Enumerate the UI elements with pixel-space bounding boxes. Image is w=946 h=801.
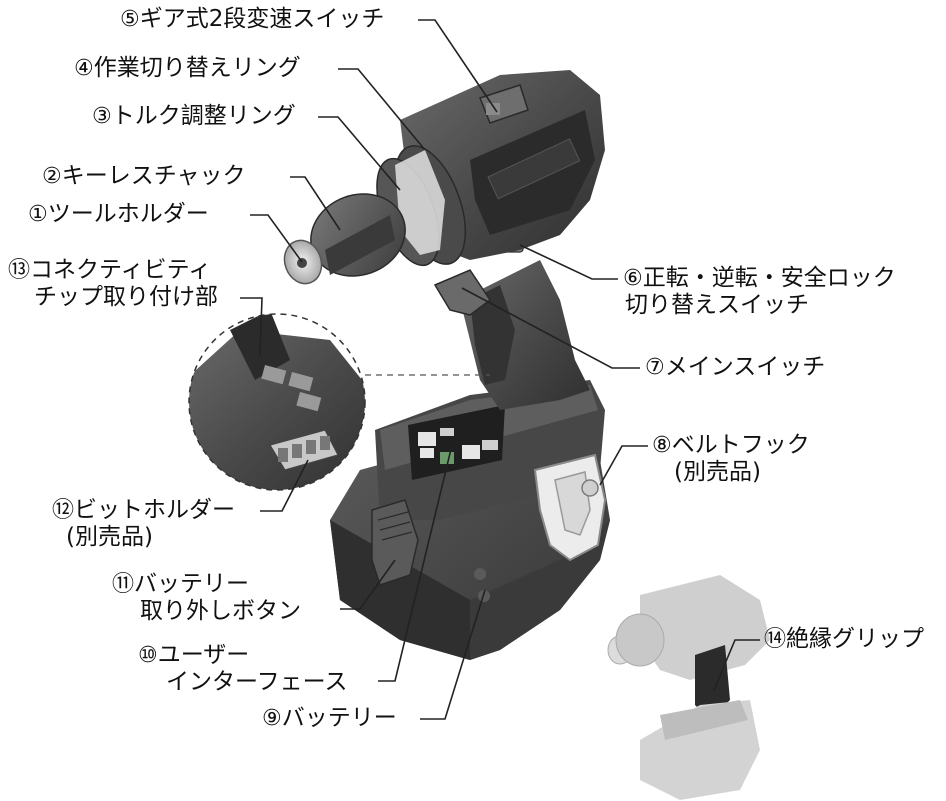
label-direction-switch-number: ⑥ [623, 266, 643, 291]
label-main-switch-text: メインスイッチ [664, 354, 826, 380]
label-gear-switch-text: ギア式2段変速スイッチ [139, 6, 385, 32]
label-user-interface-line2: インターフェース [166, 669, 348, 695]
handle [433, 237, 590, 410]
label-mode-ring: ④作業切り替えリング [74, 55, 301, 82]
label-main-switch: ⑦メインスイッチ [645, 354, 825, 381]
label-battery-release: ⑪バッテリー 取り外しボタン [112, 571, 338, 625]
label-insulated-grip: ⑭絶縁グリップ [764, 626, 924, 653]
label-direction-switch: ⑥正転・逆転・安全ロック 切り替えスイッチ [623, 265, 896, 319]
label-tool-holder: ①ツールホルダー [28, 201, 209, 228]
label-battery-release-line2: 取り外しボタン [140, 598, 301, 624]
label-battery-number: ⑨ [262, 706, 282, 731]
label-mode-ring-number: ④ [74, 56, 94, 81]
label-belt-hook-number: ⑧ [652, 433, 672, 458]
front-assembly [283, 145, 467, 285]
label-gear-switch: ⑤ギア式2段変速スイッチ [120, 6, 384, 33]
zoom-inset [188, 313, 490, 491]
label-bit-holder-line1: ビットホルダー [74, 497, 236, 523]
label-insulated-grip-text: 絶縁グリップ [786, 626, 925, 652]
label-gear-switch-number: ⑤ [120, 7, 140, 32]
label-keyless-chuck-number: ② [42, 164, 62, 189]
label-torque-ring-number: ③ [92, 104, 112, 129]
label-connectivity-mount-number: ⑬ [8, 258, 31, 283]
label-connectivity-mount: ⑬コネクティビティ チップ取り付け部 [8, 257, 218, 311]
label-user-interface-number: ⑩ [138, 643, 158, 668]
label-bit-holder-number: ⑫ [52, 498, 75, 523]
label-belt-hook-line1: ベルトフック [671, 432, 810, 458]
label-torque-ring: ③トルク調整リング [92, 103, 296, 130]
label-direction-switch-line1: 正転・逆転・安全ロック [642, 265, 896, 291]
label-battery: ⑨バッテリー [262, 705, 397, 732]
label-user-interface-line1: ユーザー [157, 642, 250, 668]
ghost-drill [607, 575, 770, 800]
label-insulated-grip-number: ⑭ [764, 627, 787, 652]
label-tool-holder-number: ① [28, 202, 48, 227]
user-interface-panel [408, 405, 505, 480]
label-bit-holder: ⑫ビットホルダー (別売品) [52, 497, 235, 551]
label-battery-release-number: ⑪ [112, 572, 135, 597]
label-main-switch-number: ⑦ [645, 355, 665, 380]
label-belt-hook: ⑧ベルトフック (別売品) [652, 432, 810, 486]
label-connectivity-mount-line2: チップ取り付け部 [34, 284, 218, 310]
label-user-interface: ⑩ユーザー インターフェース [138, 642, 347, 696]
label-keyless-chuck-text: キーレスチャック [61, 163, 246, 189]
label-belt-hook-line2: (別売品) [674, 459, 761, 485]
label-bit-holder-line2: (別売品) [66, 524, 153, 550]
label-torque-ring-text: トルク調整リング [111, 103, 296, 129]
label-battery-text: バッテリー [281, 705, 397, 731]
motor-housing [400, 70, 605, 260]
label-battery-release-line1: バッテリー [134, 571, 250, 597]
label-tool-holder-text: ツールホルダー [47, 201, 209, 227]
leader-lines [240, 19, 760, 720]
label-direction-switch-line2: 切り替えスイッチ [625, 292, 809, 318]
label-mode-ring-text: 作業切り替えリング [93, 55, 301, 81]
label-connectivity-mount-line1: コネクティビティ [30, 257, 212, 283]
belt-hook [533, 453, 607, 562]
label-keyless-chuck: ②キーレスチャック [42, 163, 246, 190]
